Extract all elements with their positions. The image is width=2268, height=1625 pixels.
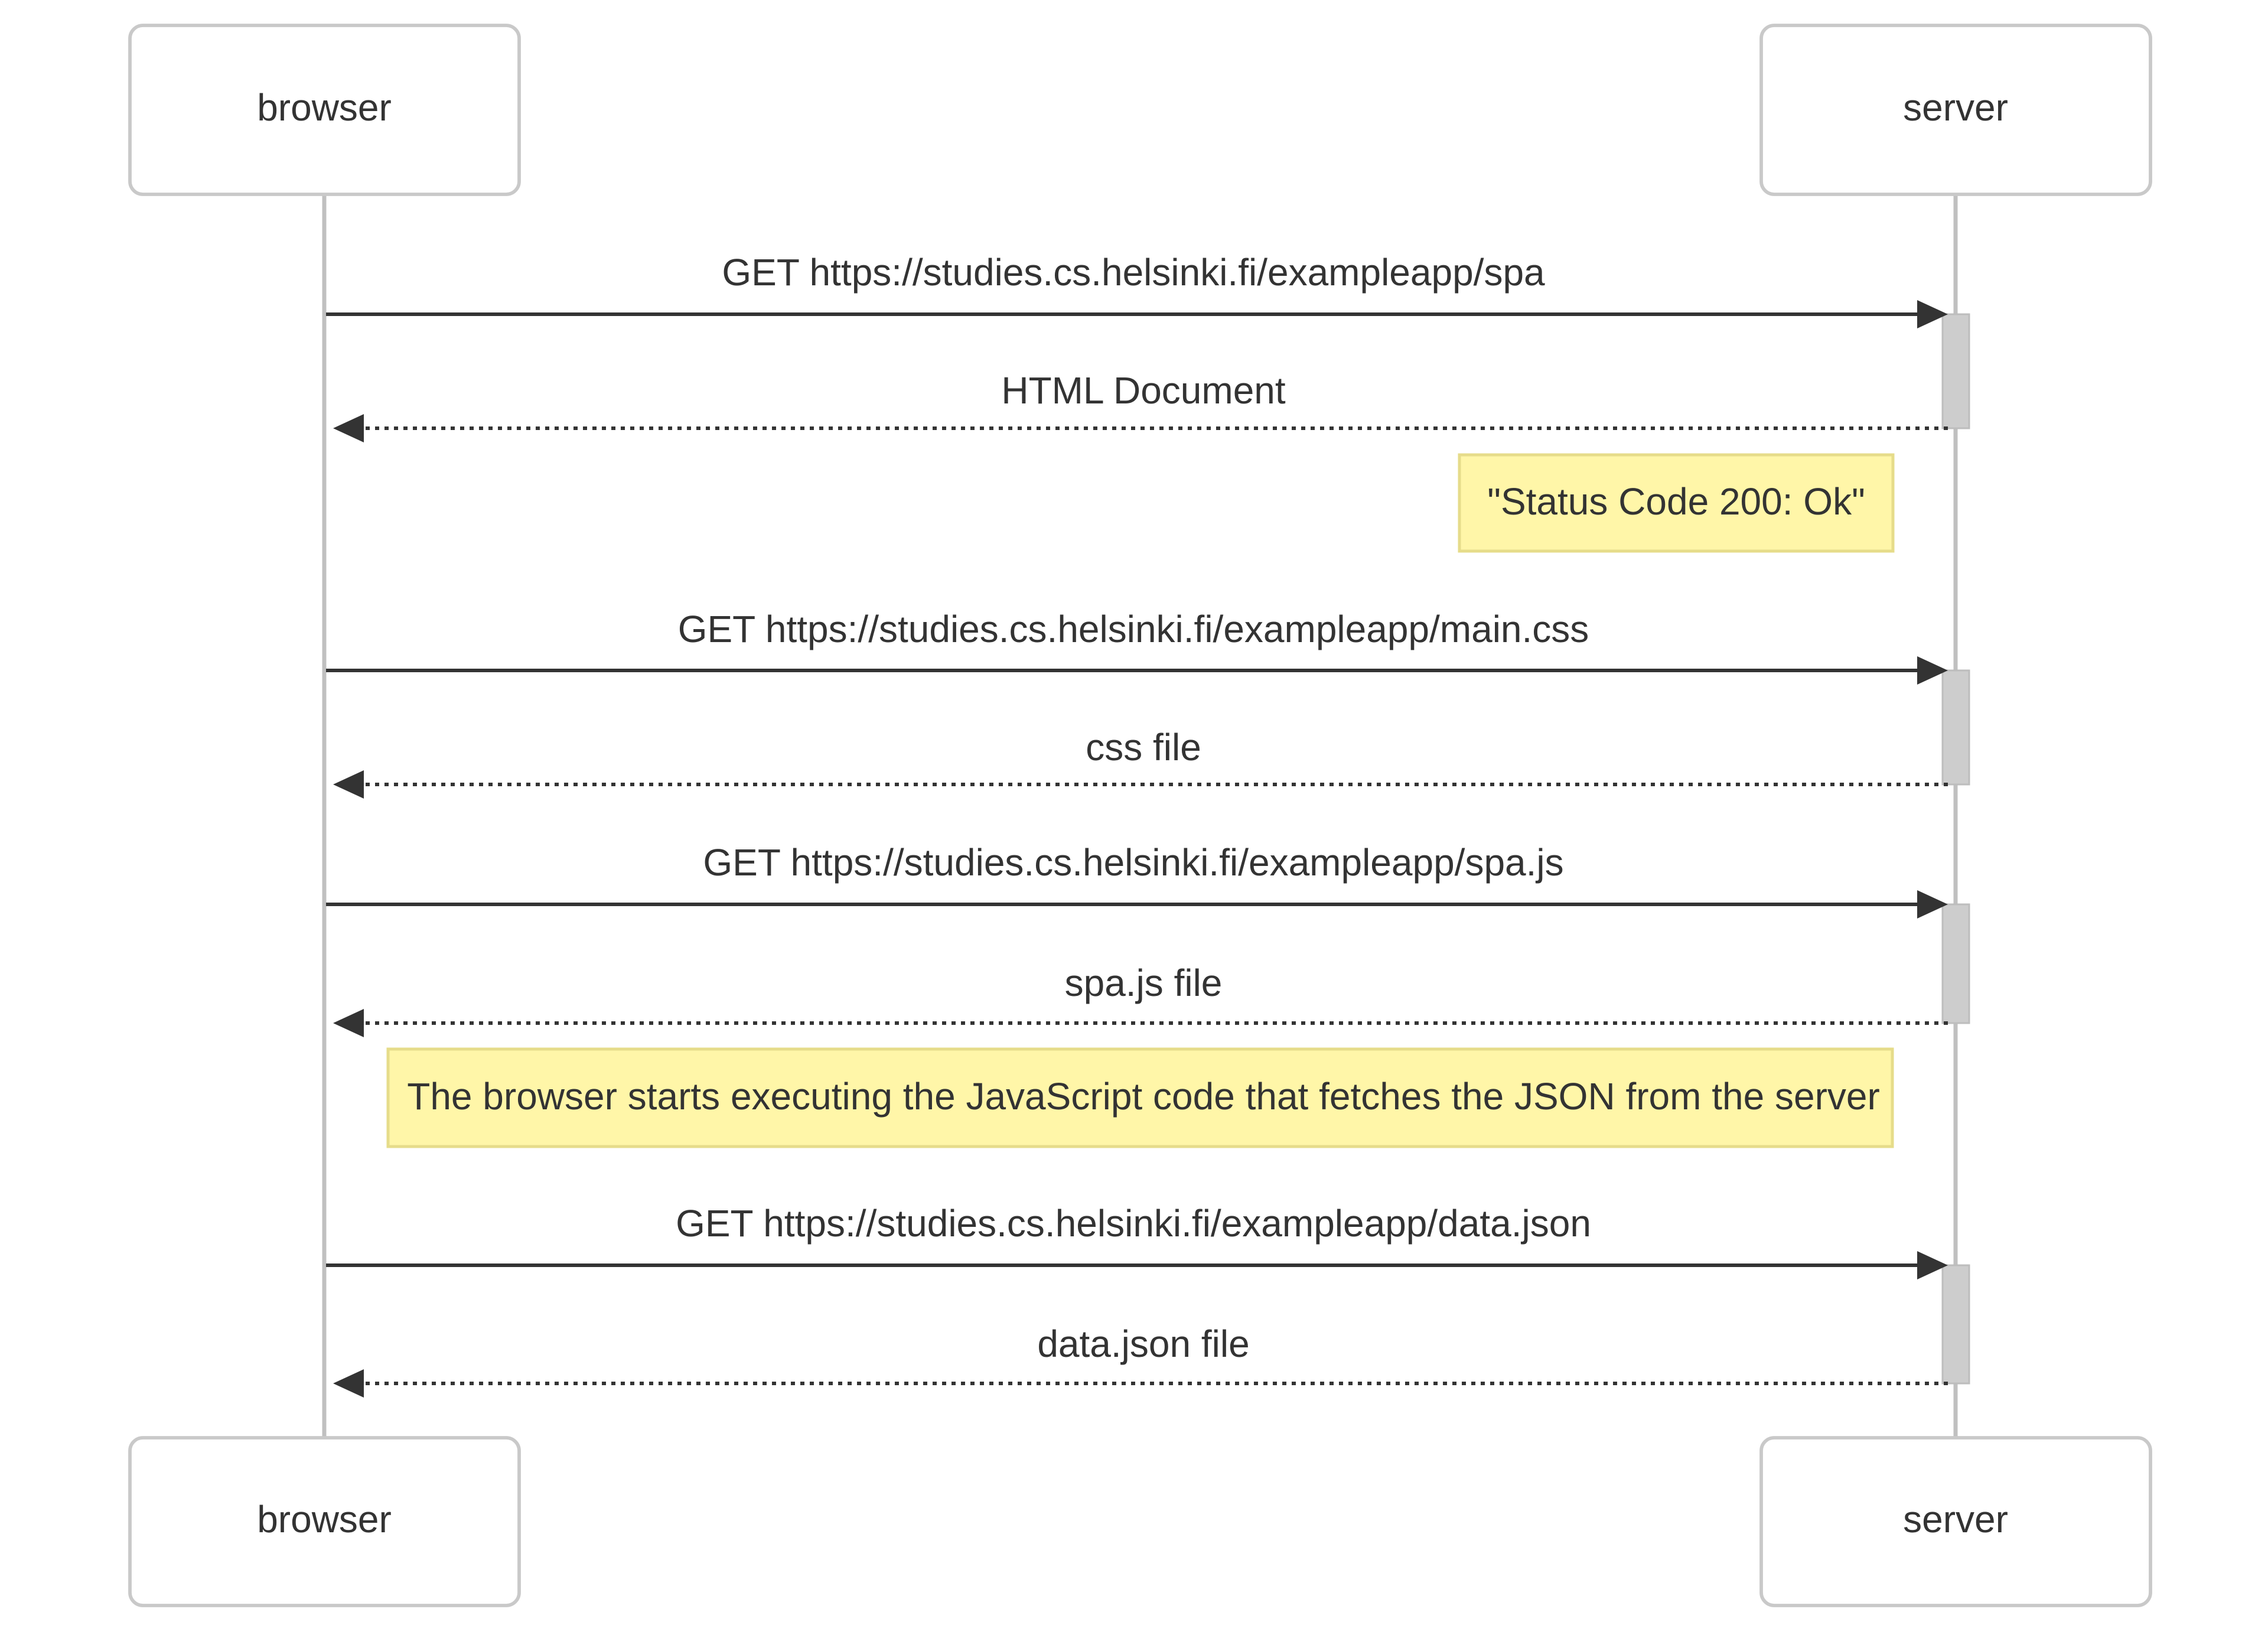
note-status-code: "Status Code 200: Ok" <box>1458 453 1895 553</box>
arrow-head <box>333 1009 364 1037</box>
message-label: GET https://studies.cs.helsinki.fi/examp… <box>703 841 1563 884</box>
note-text: "Status Code 200: Ok" <box>1487 480 1865 523</box>
arrow-head <box>1917 300 1948 328</box>
message-label: css file <box>1086 726 1201 768</box>
arrow-head <box>1917 656 1948 685</box>
browser-actor-top: browser <box>128 24 521 196</box>
message-label: GET https://studies.cs.helsinki.fi/examp… <box>676 1202 1591 1245</box>
arrow-head <box>333 1369 364 1398</box>
arrow-head <box>333 770 364 799</box>
arrow-head <box>1917 890 1948 919</box>
note-text: The browser starts executing the JavaScr… <box>407 1075 1880 1118</box>
arrow-head <box>1917 1251 1948 1279</box>
message-label: GET https://studies.cs.helsinki.fi/examp… <box>678 608 1589 650</box>
server-actor-top: server <box>1759 24 2152 196</box>
note-javascript-execution: The browser starts executing the JavaScr… <box>386 1047 1894 1148</box>
arrow-head <box>333 414 364 442</box>
server-actor-label: server <box>1903 86 2008 129</box>
server-actor-bottom: server <box>1759 1436 2152 1607</box>
browser-actor-label: browser <box>257 1498 392 1541</box>
server-activation-2 <box>1941 669 1970 786</box>
browser-actor-label: browser <box>257 86 392 129</box>
server-activation-3 <box>1941 903 1970 1024</box>
server-actor-label: server <box>1903 1498 2008 1541</box>
message-label: spa.js file <box>1065 962 1223 1004</box>
message-label: HTML Document <box>1001 369 1286 412</box>
message-label: GET https://studies.cs.helsinki.fi/examp… <box>722 251 1545 294</box>
server-activation-4 <box>1941 1264 1970 1385</box>
server-activation-1 <box>1941 313 1970 429</box>
message-label: data.json file <box>1037 1323 1249 1365</box>
browser-actor-bottom: browser <box>128 1436 521 1607</box>
